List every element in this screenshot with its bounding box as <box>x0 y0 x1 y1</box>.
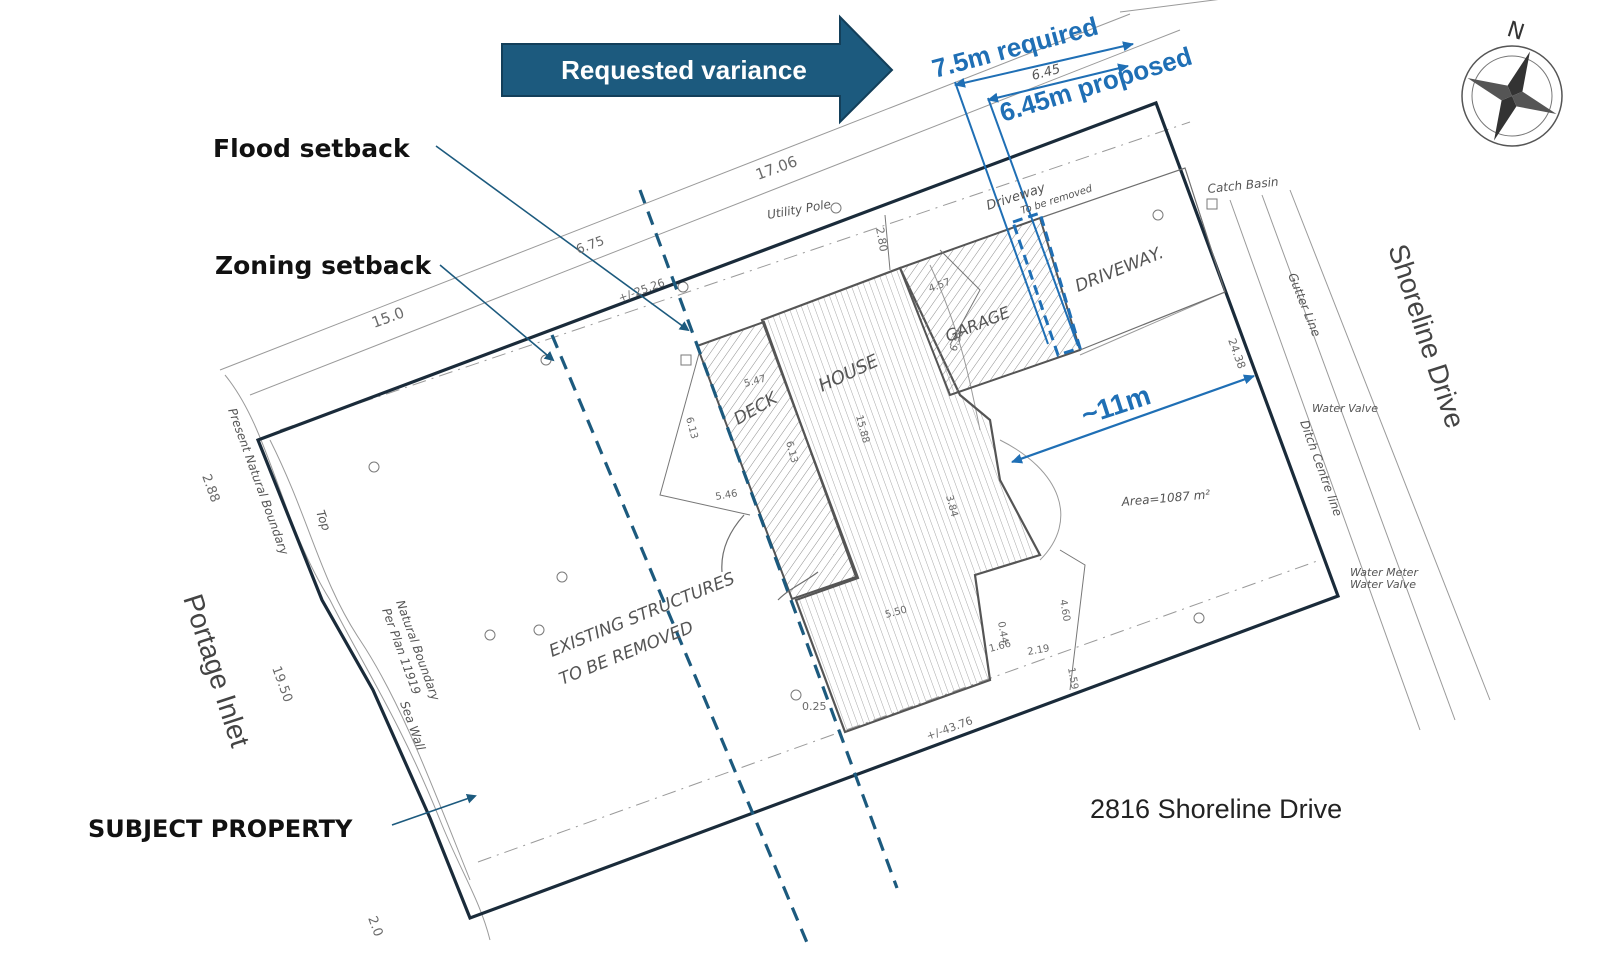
driveway <box>1039 167 1226 351</box>
dim-15-0: 15.0 <box>369 303 407 331</box>
dim-25-26: +/-25.26 <box>617 276 667 305</box>
dim-0-44: 0.44 <box>995 621 1010 645</box>
flood-setback-line <box>638 189 899 889</box>
subject-property-label: SUBJECT PROPERTY <box>88 815 353 843</box>
sea-wall-label: Sea Wall <box>397 699 428 753</box>
water-valve-2-label: Water Valve <box>1350 578 1416 591</box>
top-label: Top <box>313 508 333 533</box>
gutter-line-label: Gutter Line <box>1285 271 1323 339</box>
rear-dimension: ~11m <box>1011 374 1255 464</box>
water-meter-label: Water Meter <box>1350 566 1419 579</box>
variance-label: Requested variance <box>561 55 807 85</box>
water-valve-label: Water Valve <box>1312 402 1378 415</box>
north-label: N <box>1504 17 1527 46</box>
dim-6-75: 6.75 <box>574 234 606 258</box>
dim-1-66: 1.66 <box>988 639 1012 655</box>
zoning-setback-label: Zoning setback <box>215 251 432 280</box>
dim-2-88: 2.88 <box>198 472 222 504</box>
dim-4-60: 4.60 <box>1057 599 1072 623</box>
shoreline-drive-label: Shoreline Drive <box>1382 240 1471 432</box>
north-compass-icon: N <box>1461 17 1563 147</box>
dim-6-13: 6.13 <box>683 416 699 440</box>
proposed-handwritten: 6.45 <box>1030 62 1062 84</box>
subject-property-callout: SUBJECT PROPERTY <box>88 793 477 843</box>
catch-basin-label: Catch Basin <box>1207 175 1279 196</box>
dim-2-80: 2.80 <box>873 226 890 252</box>
property-boundary <box>255 100 1341 921</box>
dim-2-19: 2.19 <box>1027 643 1051 658</box>
dim-2-0: 2.0 <box>364 914 385 939</box>
area-label: Area=1087 m² <box>1120 487 1211 509</box>
portage-inlet-label: Portage Inlet <box>177 590 256 751</box>
dim-0-25: 0.25 <box>802 700 827 713</box>
rear-dimension-label: ~11m <box>1077 379 1154 430</box>
requested-variance-banner: Requested variance <box>501 14 894 125</box>
encroachment-strip <box>1011 211 1082 357</box>
dim-17-06: 17.06 <box>753 152 800 184</box>
utility-pole-label: Utility Pole <box>766 197 832 222</box>
address-label: 2816 Shoreline Drive <box>1090 794 1342 824</box>
variance-arrow-shape <box>501 14 894 125</box>
zoning-setback-callout: Zoning setback <box>215 251 555 362</box>
zoning-setback-line <box>550 334 810 946</box>
dim-5-46: 5.46 <box>715 488 739 503</box>
flood-setback-label: Flood setback <box>213 134 411 163</box>
required-label: 7.5m required <box>929 11 1101 84</box>
existing-structures-arrow <box>721 514 819 601</box>
pencil-measurements <box>659 214 1086 691</box>
flood-setback-callout: Flood setback <box>213 134 690 332</box>
dim-1-59: 1.59 <box>1065 667 1080 691</box>
dim-19-50: 19.50 <box>268 664 295 704</box>
driveway-label: DRIVEWAY. <box>1072 243 1166 297</box>
